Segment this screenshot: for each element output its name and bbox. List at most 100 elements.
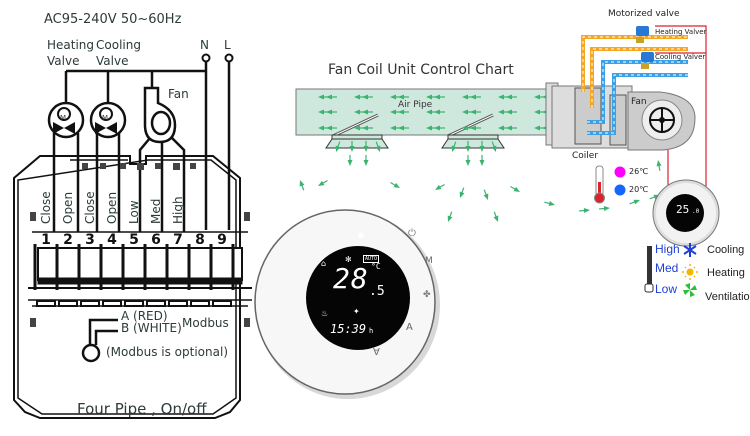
airflow-arrow-icon [390,181,400,188]
diffuser-left [325,134,389,149]
cooling-motor-valve-icon [641,52,654,69]
terminal-number: 5 [129,232,139,248]
fan-unit-label: Fan [631,97,647,107]
airflow-arrow-icon [470,94,481,100]
heating-valver-label: Heating Valver [655,28,707,36]
airflow-arrow-icon [434,109,445,115]
airflow-arrow-icon [434,94,445,100]
airflow-arrow-icon [362,109,373,115]
modbus-a-label: A (RED) [121,309,168,323]
airflow-arrow-icon [629,199,640,205]
airflow-arrow-icon [465,141,471,152]
airflow-arrow-icon [506,109,517,115]
airflow-arrow-icon [465,155,471,166]
diffuser-right [441,134,505,149]
thermostat-device [254,209,440,399]
airflow-arrow-icon [534,94,545,100]
airflow-arrow-icon [498,94,509,100]
thermostat-time: 15:39 [330,322,367,336]
heating-valve-label-2: Valve [47,54,80,68]
airflow-arrow-icon [363,141,369,152]
heating-motor-glyph: M [60,114,67,122]
airflow-arrow-icon [390,125,401,131]
terminal-block [37,247,243,285]
airflow-arrow-icon [578,208,590,214]
airflow-arrow-icon [491,141,497,152]
power-button[interactable]: ⏻ [408,228,416,239]
terminal-number: 9 [217,232,227,248]
airflow-arrow-icon [498,125,509,131]
terminal-number: 3 [85,232,95,248]
wiring-lines [13,53,252,419]
fan-speed-button[interactable]: ✤ [423,290,431,300]
thermostat-temperature: 28 [333,262,369,295]
airflow-arrow-icon [318,94,329,100]
mode-ventilation-label: Ventilation [705,291,750,303]
live-terminal-icon [224,53,234,63]
airflow-arrow-icon [398,94,409,100]
mode-heating-label: Heating [707,267,745,279]
airflow-arrow-icon [435,183,445,190]
airflow-arrow-icon [362,125,373,131]
airflow-arrow-icon [447,211,453,222]
heating-valve-label: Heating [47,38,95,52]
airflow-arrow-icon [462,109,473,115]
power-spec-label: AC95-240V 50~60Hz [44,12,182,27]
modbus-note: (Modbus is optional) [106,345,228,359]
cold-temp-dot [614,184,626,196]
lcd-fan-icon: ✻ [345,255,352,264]
small-thermostat-device [652,179,720,247]
airflow-arrow-icon [506,94,517,100]
airflow-arrow-icon [534,125,545,131]
terminal-number: 8 [195,232,205,248]
airflow-arrow-icon [362,94,373,100]
lcd-status-icon: ● [358,231,365,239]
airflow-arrow-icon [426,109,437,115]
terminal-number: 1 [41,232,51,248]
airflow-arrow-icon [479,141,485,152]
airflow-arrow-icon [354,94,365,100]
up-button[interactable]: A [406,322,413,333]
speed-med-label: Med [655,261,679,275]
mode-button[interactable]: M [425,256,433,266]
fan-icon [683,283,697,297]
terminal-number: 7 [173,232,183,248]
neutral-label: N [200,38,209,52]
airflow-arrow-icon [544,201,555,206]
terminal-number: 2 [63,232,73,248]
coiler-label: Coiler [572,151,599,161]
air-pipe-label: Air Pipe [398,100,433,110]
neutral-terminal-icon [201,53,211,63]
small-thermostat-temperature: 25 [676,203,690,216]
airflow-arrow-icon [470,109,481,115]
cooling-valve-label: Cooling [96,38,141,52]
heating-motor-valve-icon [636,26,649,43]
airflow-arrow-icon [656,160,662,171]
small-thermostat-decimal: .0 [692,208,700,215]
airflow-arrow-icon [398,109,409,115]
wiring-caption: Four Pipe , On/off [77,400,207,418]
modbus-b-label: B (WHITE) [121,321,182,335]
airflow-arrow-icon [534,109,545,115]
thermostat-temperature-decimal: .5 [369,284,385,299]
snowflake-icon [683,243,697,257]
airflow-arrow-icon [459,187,465,198]
cooling-valve-label-2: Valve [96,54,129,68]
cold-temp-label: 20℃ [629,185,649,194]
lcd-home-icon: ⌂ [321,259,327,268]
airflow-arrow-icon [479,155,485,166]
down-button[interactable]: A [373,345,380,356]
airflow-arrow-icon [318,125,329,131]
thermostat-screen [306,246,410,350]
terminal-number: 4 [107,232,117,248]
auto-badge: AUTO [363,255,380,263]
airflow-arrow-icon [498,109,509,115]
live-label: L [224,38,231,52]
airflow-arrow-icon [318,109,329,115]
airflow-arrow-icon [326,125,337,131]
airflow-arrow-icon [434,125,445,131]
modbus-connector-icon [81,343,101,363]
airflow-arrow-icon [375,141,381,152]
airflow-arrow-icon [598,206,610,212]
